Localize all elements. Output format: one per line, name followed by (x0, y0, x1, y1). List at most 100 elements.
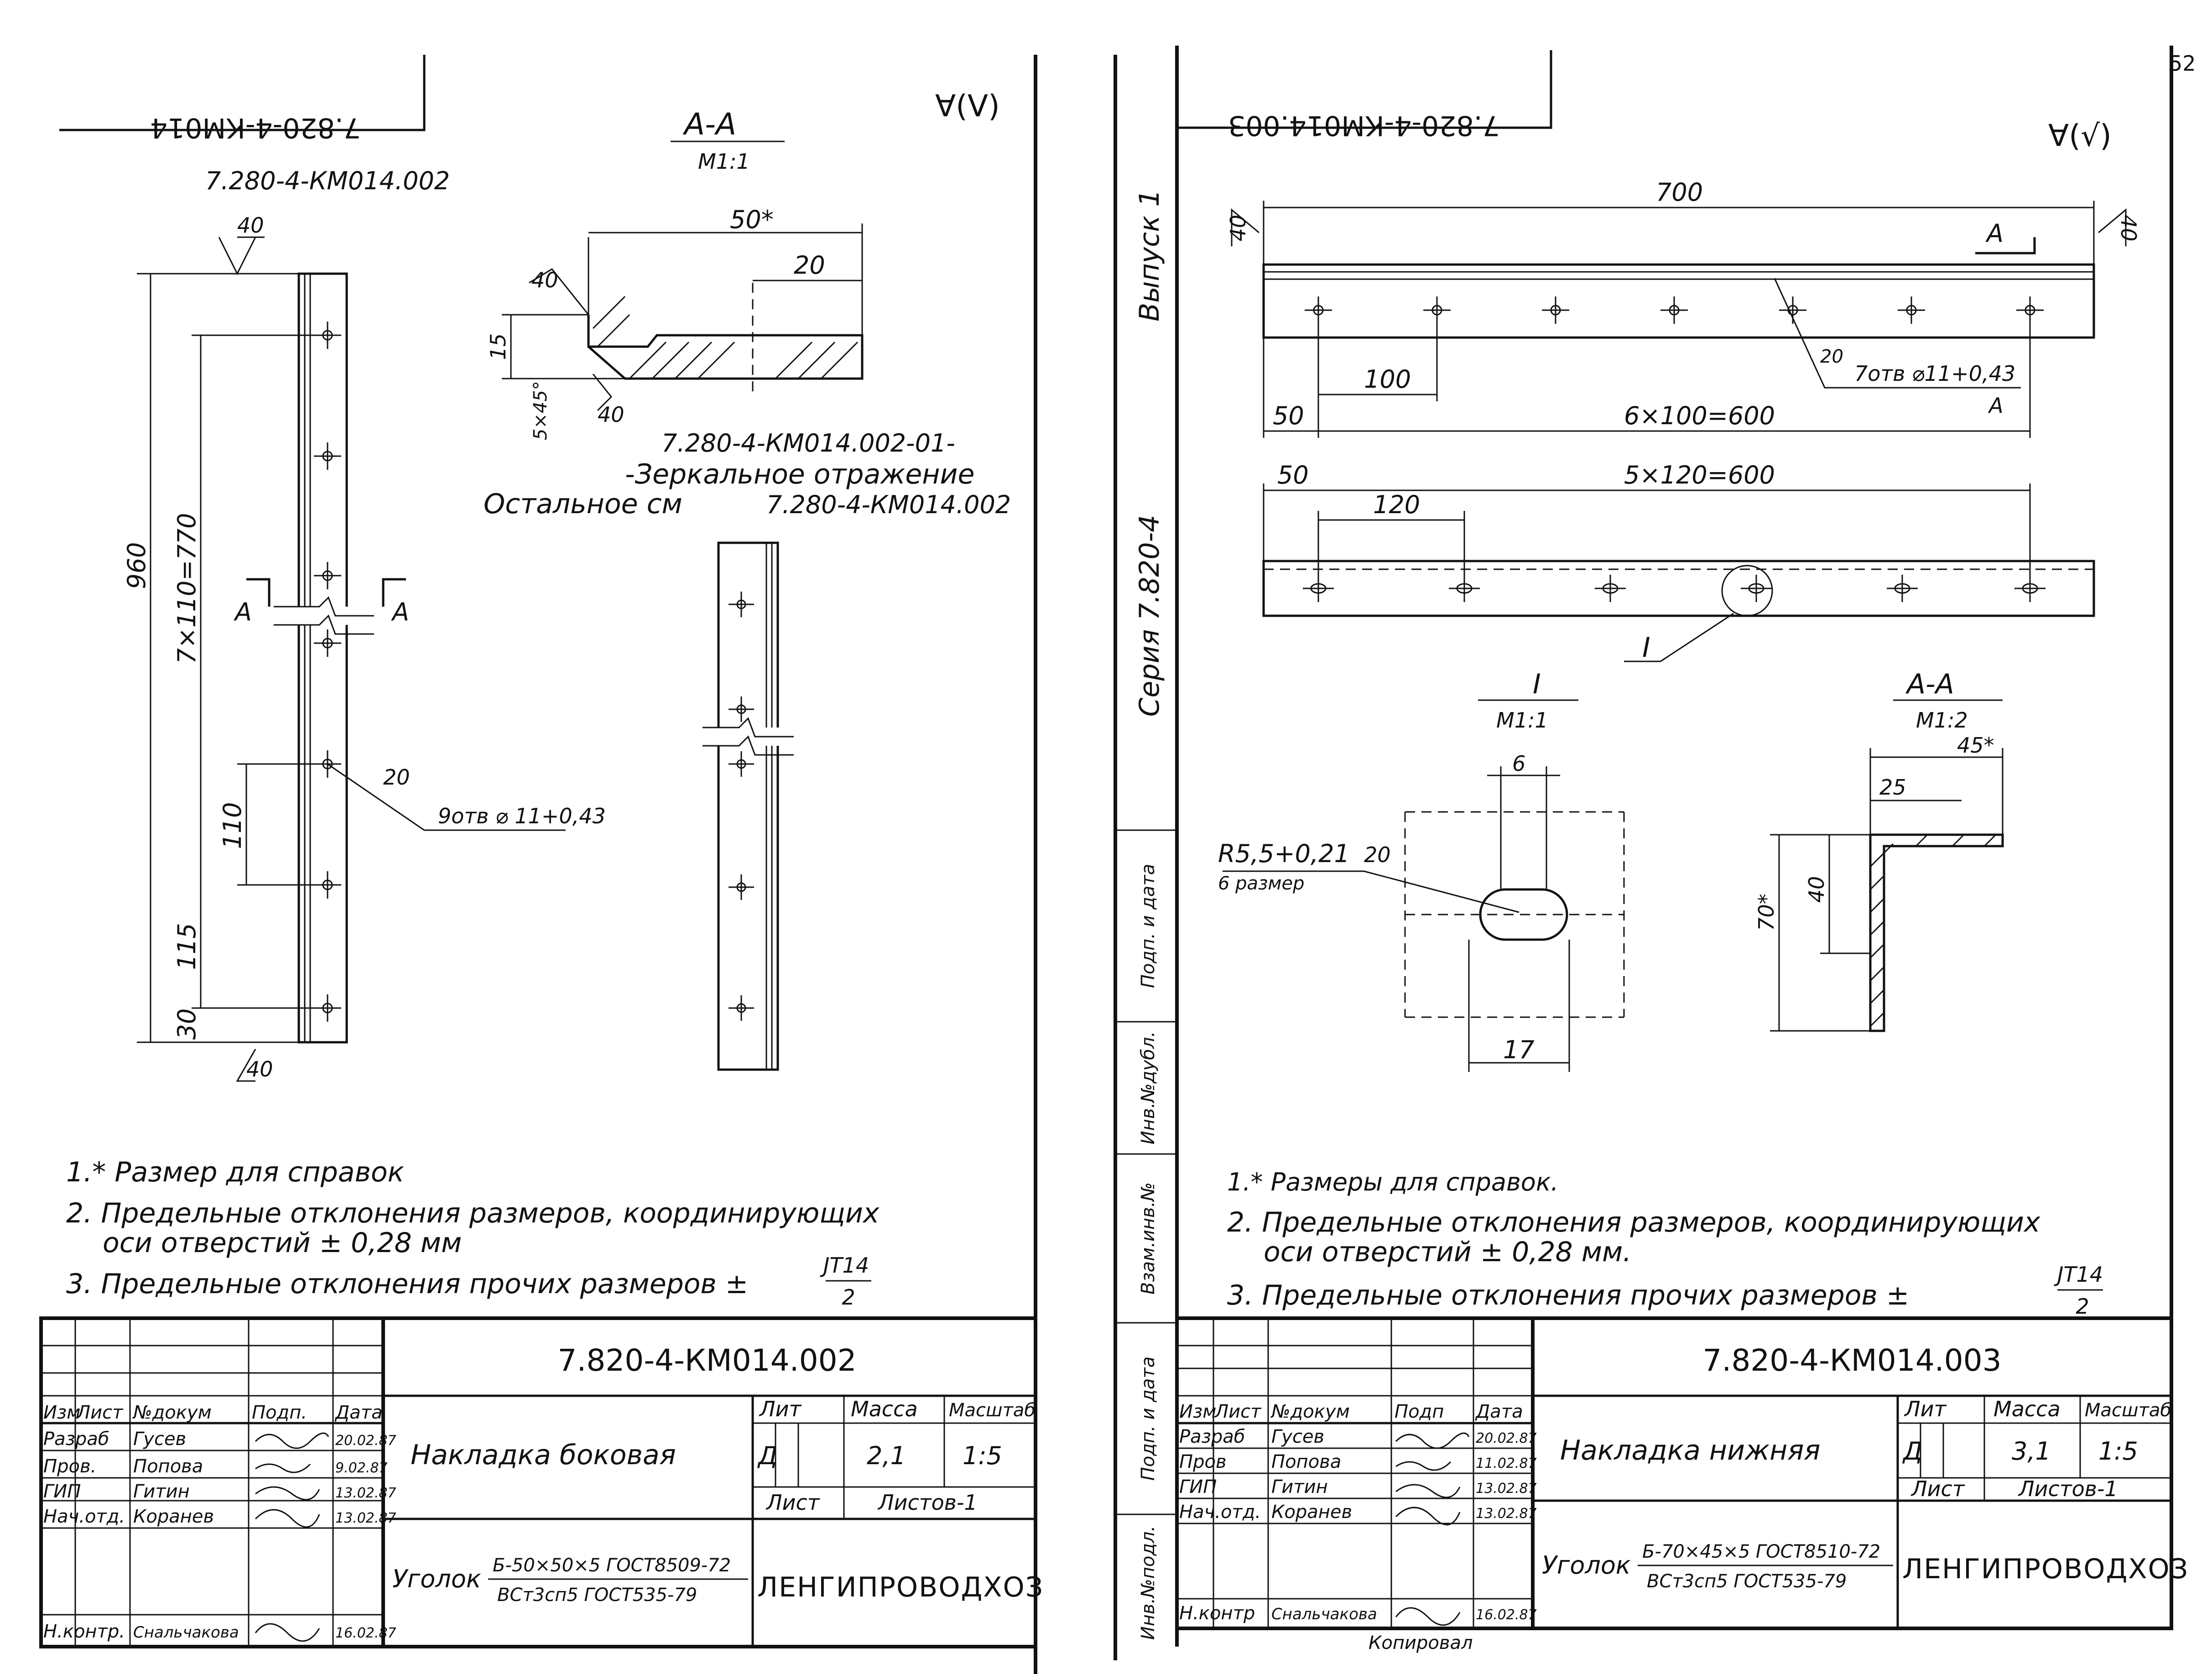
sheet1-col-list: Лист (76, 1402, 124, 1423)
sheet1-col-sign: Подп. (252, 1402, 307, 1423)
sheet2-scale-value: 1:5 (2098, 1437, 2138, 1466)
sheet2-margin-cell-0: Подп. и дата (1138, 864, 1159, 988)
sheet2-notes: 1.* Размеры для справок. 2. Предельные о… (1227, 1168, 2103, 1319)
sheet1-sheet-head: Лист (765, 1490, 820, 1515)
sheet1-title-block: Изм Лист №докум Подп. Дата Разраб Гусев … (39, 1316, 1044, 1648)
sheet2-margin-cell-2: Взам.инв.№ (1138, 1182, 1159, 1294)
sheet1-sec-chamfer: 5×45° (530, 381, 551, 440)
sheet2-material-prefix: Уголок (1542, 1551, 1631, 1580)
sheet1-leader-weld: 20 (383, 765, 410, 790)
sheet1-row-name-4: Снальчакова (133, 1623, 239, 1642)
sheet1-dim-total: 960 (122, 542, 151, 589)
sheet2-col-izm: Изм (1179, 1401, 1216, 1422)
sheet1-row-date-2: 13.02.87 (335, 1485, 396, 1501)
sheet1-roughness-mark: ∀(V) (935, 88, 1000, 124)
sheet2-row-role-3: Нач.отд. (1179, 1502, 1261, 1523)
sheet1-note-2b: оси отверстий ± 0,28 мм (103, 1227, 462, 1259)
sheet1-section-scale: М1:1 (698, 149, 750, 174)
sheet2-weld-right: 40 (2116, 215, 2141, 242)
sheet2-detail-label: I (1533, 668, 1541, 700)
sheet1-lit-value: Д (757, 1441, 777, 1470)
sheet1-sec-width: 50* (730, 205, 774, 234)
sheet2-col-date: Дата (1475, 1401, 1523, 1422)
sheet1-sec-weld2: 40 (598, 402, 625, 427)
sheet2-row-date-4: 16.02.87 (1476, 1607, 1537, 1623)
sheet1-scale-value: 1:5 (963, 1441, 1002, 1470)
sheet2-org: ЛЕНГИПРОВОДХОЗ (1902, 1553, 2189, 1585)
sheet1-row-date-1: 9.02.87 (335, 1460, 388, 1476)
sheet2-detail-scale: М1:1 (1496, 708, 1548, 733)
sheet2-top-holes (1305, 296, 2044, 324)
sheet1-cut-mark-left: А (234, 598, 252, 626)
sheet1-org: ЛЕНГИПРОВОДХОЗ (757, 1571, 1044, 1603)
sheet2-detail-radius: R5,5+0,21 (1218, 839, 1350, 868)
sheet2-section-aa: А-А М1:2 45* 25 (1754, 668, 2004, 1032)
sheet1-row-date-0: 20.02.87 (335, 1433, 396, 1449)
sheet2-row-date-3: 13.02.87 (1476, 1506, 1537, 1522)
sheet1-row-role-4: Н.контр. (43, 1621, 125, 1642)
sheet2-material-bottom: ВСт3сп5 ГОСТ535-79 (1647, 1571, 1847, 1592)
sheet1-row-date-4: 16.02.87 (335, 1625, 396, 1641)
sheet1-dim-edge: 30 (172, 1009, 201, 1040)
sheet1-angle-body (297, 272, 348, 1044)
sheet1-dim-holes-span: 7×110=770 (172, 513, 201, 664)
sheet1-tol-num: JT14 (820, 1253, 869, 1278)
sheet1-row-role-0: Разраб (43, 1429, 109, 1450)
sheet-2: 52 7.820-4-КМ014.003 ∀(√) Выпуск 1 Серия… (1114, 46, 2196, 1660)
sheet1-section-aa: А-А М1:1 50* 20 (486, 107, 864, 440)
sheet1-holes (314, 322, 341, 1022)
sheet2-front-holes (1303, 575, 2045, 602)
sheet2-section-leg: 40 (1804, 876, 1829, 903)
sheet2-detail-mark: I (1642, 632, 1650, 664)
sheet2-holes-note: 7отв ⌀11+0,43 (1854, 361, 2015, 386)
sheet2-dim-pitch2: 120 (1373, 490, 1420, 519)
sheet2-col-sign: Подп (1395, 1401, 1444, 1422)
sheet2-sheet-head: Лист (1910, 1476, 1965, 1501)
sheet1-row-role-2: ГИП (43, 1481, 81, 1502)
sheet1-rest-ref: 7.280-4-КМ014.002 (766, 490, 1011, 519)
sheet2-dim-span2: 5×120=600 (1624, 461, 1775, 489)
sheet1-material-bottom: ВСт3сп5 ГОСТ535-79 (497, 1585, 697, 1606)
sheet2-dim-pitch1: 100 (1364, 365, 1411, 394)
sheet2-dim-span1: 6×100=600 (1624, 401, 1775, 430)
sheet2-row-name-2: Гитин (1271, 1476, 1328, 1497)
sheet2-detail-weld: 20 (1364, 842, 1391, 867)
sheet2-margin-cell-4: Инв.№подл. (1138, 1526, 1159, 1640)
sheet2-margin-cell-1: Инв.№дубл. (1138, 1031, 1159, 1144)
sheet1-mirror-ref: 7.280-4-КМ014.002-01- (661, 429, 955, 457)
sheet2-tol-num: JT14 (2054, 1262, 2103, 1287)
sheet1-main-view: 960 7×110=770 110 115 30 40 40 А А (122, 213, 606, 1082)
sheet1-weld-top: 40 (237, 213, 264, 238)
sheet1-mass-value: 2,1 (867, 1441, 906, 1470)
sheet1-top-ref: 7.280-4-КМ014.002 (205, 166, 450, 195)
sheet1-section-label: А-А (682, 107, 736, 142)
sheet1-rest-text: Остальное см (484, 488, 682, 520)
sheet2-row-name-4: Снальчакова (1271, 1605, 1377, 1623)
sheet2-top-view: 700 А 40 40 100 50 (1226, 178, 2141, 438)
sheet1-row-date-3: 13.02.87 (335, 1510, 396, 1526)
sheet1-row-name-0: Гусев (133, 1429, 186, 1450)
sheet2-copy-note: Копировал (1369, 1632, 1473, 1653)
sheet1-col-doc: №докум (132, 1402, 212, 1423)
sheet2-note-3: 3. Предельные отклонения прочих размеров… (1227, 1279, 1909, 1311)
sheet1-top-stamp (59, 55, 426, 131)
sheet2-margin-series: Серия 7.820-4 (1134, 515, 1166, 717)
sheet1-row-role-3: Нач.отд. (43, 1506, 125, 1527)
sheet2-row-role-2: ГИП (1179, 1476, 1217, 1497)
sheet1-mirror-view (703, 541, 794, 1071)
sheet2-note-1: 1.* Размеры для справок. (1227, 1168, 1559, 1196)
sheet1-sec-height: 15 (486, 333, 510, 360)
sheet2-mass-value: 3,1 (2012, 1437, 2051, 1466)
sheet2-section-hatch (1869, 834, 1997, 1027)
sheet2-dim-edge1: 50 (1273, 401, 1304, 430)
sheet2-scale-head: Масштаб (2085, 1400, 2171, 1421)
sheet2-row-date-2: 13.02.87 (1476, 1481, 1537, 1497)
sheet1-row-name-3: Коранев (133, 1506, 214, 1527)
sheet1-stamp-code: 7.820-4-КМ014 (150, 112, 361, 144)
sheet2-note-2: 2. Предельные отклонения размеров, коорд… (1227, 1206, 2040, 1238)
sheet2-margin-issue: Выпуск 1 (1134, 189, 1166, 322)
sheet1-part-name: Накладка боковая (411, 1439, 676, 1471)
sheet2-row-role-4: Н.контр (1179, 1603, 1255, 1624)
sheet1-dim-pitch: 110 (218, 802, 247, 849)
